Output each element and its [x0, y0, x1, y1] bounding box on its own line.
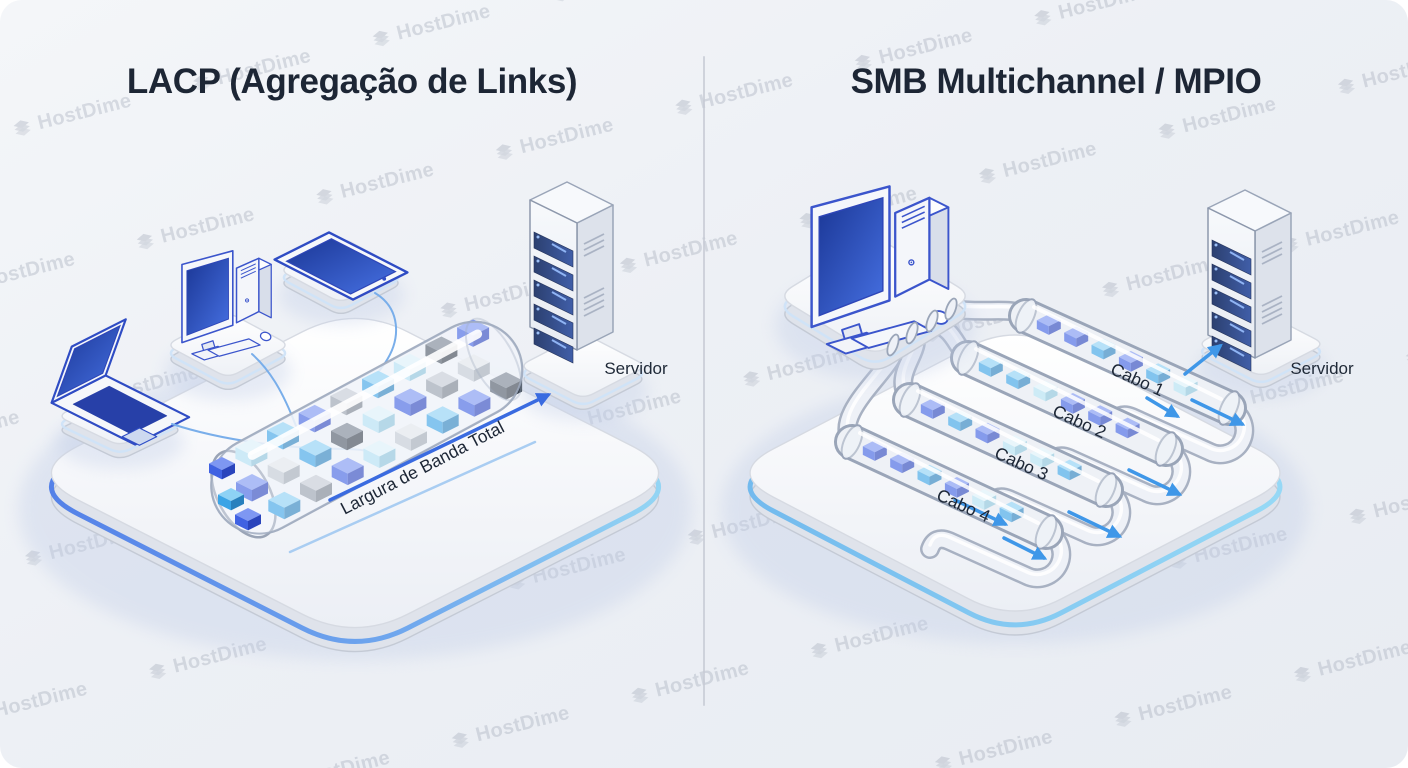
cable-collar [944, 297, 958, 321]
data-block [457, 354, 490, 382]
panel-divider [703, 56, 705, 706]
data-block [331, 422, 363, 451]
data-block [890, 452, 915, 474]
lacp-scene [18, 181, 692, 661]
flow-arrow [1002, 536, 1048, 560]
flow-arrow [1127, 468, 1183, 496]
left-server-label: Servidor [604, 359, 668, 378]
server-icon [529, 181, 614, 364]
cable-collar [886, 333, 900, 357]
illustration: Servidor Largura de Banda Total Servidor… [18, 181, 1354, 661]
flow-arrow [953, 498, 1009, 526]
data-block [267, 456, 300, 485]
hostdime-logo-icon [1034, 10, 1052, 26]
data-block [490, 372, 523, 400]
smb-scene [721, 185, 1327, 644]
data-block [426, 406, 459, 434]
data-block [331, 457, 364, 486]
flow-arrow [1183, 343, 1223, 376]
data-block [218, 488, 244, 511]
right-panel-title: SMB Multichannel / MPIO [850, 62, 1262, 101]
flow-arrow [1190, 398, 1246, 426]
cable-tube [845, 339, 1063, 577]
cable-sleeve [837, 427, 1061, 547]
left-panel-title: LACP (Agregação de Links) [126, 62, 578, 101]
flow-arrow [1145, 396, 1181, 418]
tablet-icon [273, 231, 409, 301]
server-icon [1207, 189, 1292, 372]
data-block [235, 508, 261, 531]
hostdime-logo-icon [13, 120, 31, 136]
watermark: HostDime [1030, 0, 1155, 31]
flow-arrow [328, 393, 552, 502]
desktop-computer-icon [810, 185, 950, 355]
right-server-label: Servidor [1290, 359, 1354, 378]
watermark: HostDime [548, 0, 673, 7]
data-block [362, 405, 395, 434]
data-block [395, 423, 427, 451]
watermark: HostDime [368, 0, 493, 52]
underline-accent [288, 440, 537, 554]
cable-collar [905, 321, 919, 345]
hostdime-logo-icon [1158, 123, 1176, 139]
desktop-computer-icon [181, 250, 272, 361]
data-block [458, 389, 491, 417]
data-block [394, 388, 427, 416]
data-block [1091, 338, 1116, 360]
data-block [363, 440, 396, 468]
hostdime-logo-icon [372, 30, 390, 47]
data-block [299, 439, 332, 468]
flow-arrow [1067, 510, 1123, 538]
left-server-pedestal [517, 334, 649, 421]
cable-sleeve [953, 343, 1181, 464]
cable-sleeve [1011, 301, 1244, 423]
hostdime-logo-icon [554, 0, 570, 2]
data-block [1036, 314, 1061, 335]
data-block [300, 474, 332, 503]
data-block [236, 474, 268, 502]
data-block [426, 371, 459, 399]
data-block [268, 491, 301, 520]
watermark: HostDime [0, 0, 10, 28]
data-block [209, 457, 235, 480]
cable-sleeve [895, 385, 1121, 505]
